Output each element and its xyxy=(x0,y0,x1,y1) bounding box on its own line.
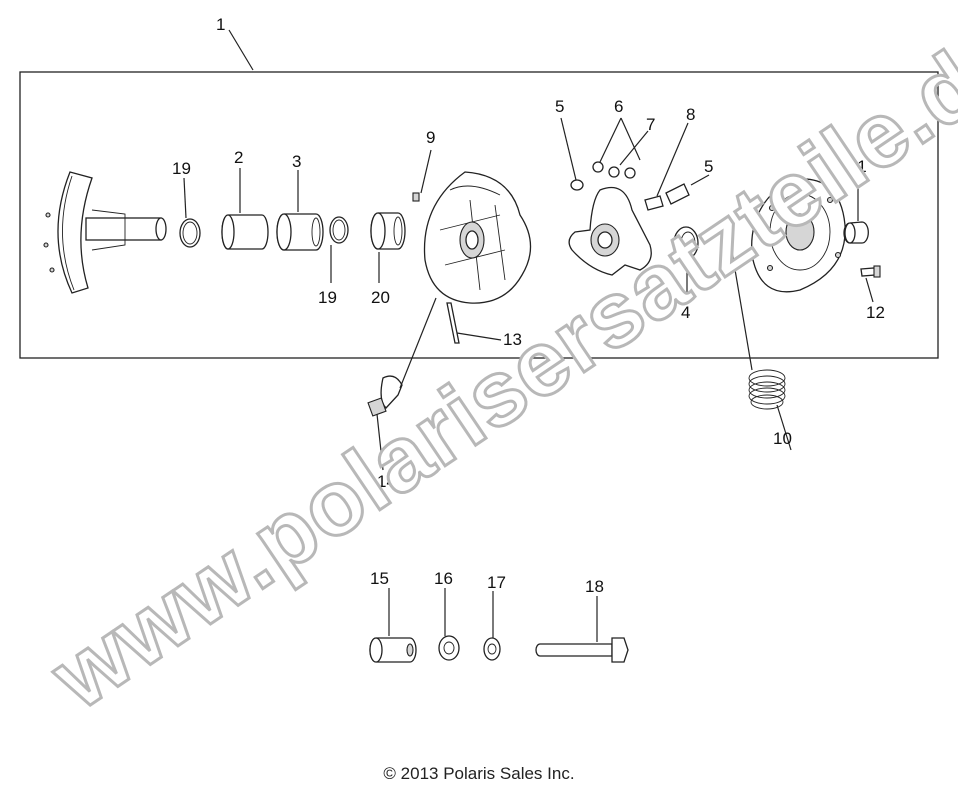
part-movable-sheave xyxy=(423,171,532,304)
part-cover xyxy=(751,178,846,293)
part-17-washer xyxy=(483,637,501,661)
part-9-pin xyxy=(412,192,420,202)
callout-7: 7 xyxy=(646,115,655,134)
callout-9: 9 xyxy=(426,128,435,147)
callout-4: 4 xyxy=(681,303,690,322)
part-15-spacer xyxy=(369,637,417,663)
callout-15: 15 xyxy=(370,569,389,588)
callout-8: 8 xyxy=(686,105,695,124)
part-20-bushing xyxy=(370,212,406,250)
callout-19: 19 xyxy=(172,159,191,178)
part-spider xyxy=(568,186,652,276)
callout-18: 18 xyxy=(585,577,604,596)
part-8-pin xyxy=(644,195,664,211)
callout-14: 14 xyxy=(377,472,396,491)
callout-10: 10 xyxy=(773,429,792,448)
part-19-ring-right xyxy=(329,216,349,244)
callout-labels: 1 19 2 3 19 20 9 5 6 7 8 5 11 4 12 13 10… xyxy=(172,15,885,596)
part-4-bearing xyxy=(673,226,699,260)
callout-5: 5 xyxy=(704,157,713,176)
part-3-bushing xyxy=(276,213,324,251)
callout-1: 1 xyxy=(216,15,225,34)
callout-6: 6 xyxy=(614,97,623,116)
callout-2: 2 xyxy=(234,148,243,167)
callout-11: 11 xyxy=(849,157,867,176)
part-14-weight xyxy=(367,375,403,417)
callout-12: 12 xyxy=(866,303,885,322)
callout-3: 3 xyxy=(292,152,301,171)
part-6-washers xyxy=(592,161,620,178)
part-12-screw xyxy=(860,265,881,278)
callout-5: 5 xyxy=(555,97,564,116)
part-5-roller-left xyxy=(570,179,584,191)
copyright-footer: © 2013 Polaris Sales Inc. xyxy=(383,764,575,783)
part-5-roller-right xyxy=(665,183,690,205)
part-10-spring xyxy=(748,369,786,410)
part-sheave-shaft xyxy=(43,171,167,294)
callout-19: 19 xyxy=(318,288,337,307)
watermark: www.polarisersatzteile.de xyxy=(33,3,958,729)
part-19-ring-left xyxy=(179,218,201,248)
part-7-washer xyxy=(624,167,636,179)
callout-17: 17 xyxy=(487,573,506,592)
part-11-bushing xyxy=(843,221,869,244)
assembly-box xyxy=(19,71,939,359)
part-2-bushing xyxy=(221,214,269,250)
part-18-bolt xyxy=(535,637,629,663)
part-16-washer xyxy=(438,635,460,661)
part-13-long-pin xyxy=(446,302,460,344)
leader-lines xyxy=(183,29,874,642)
callout-16: 16 xyxy=(434,569,453,588)
callout-20: 20 xyxy=(371,288,390,307)
callout-13: 13 xyxy=(503,330,522,349)
